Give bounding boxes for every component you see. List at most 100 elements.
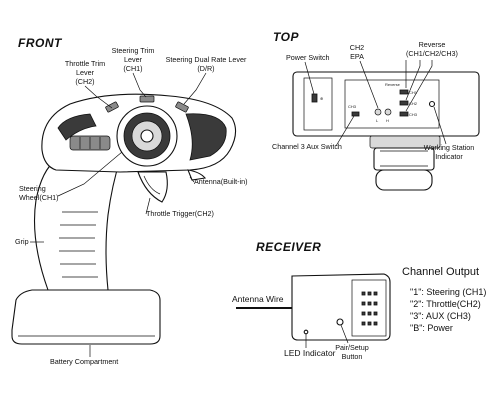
- steering-trim-lever-shape: [139, 95, 155, 103]
- pin: [367, 311, 372, 316]
- channel-output-row: "3": AUX (CH3): [410, 311, 471, 321]
- control-panel: [344, 79, 440, 129]
- leader-line: [189, 176, 195, 183]
- reverse-label-l2: (CH1/CH2/CH3): [406, 49, 458, 58]
- leader-line: [183, 72, 207, 105]
- led-shape: [303, 329, 309, 335]
- reverse-label-l1: Reverse: [419, 40, 446, 49]
- top-title: TOP: [273, 30, 299, 44]
- grip-label: Grip: [15, 237, 29, 246]
- leader-line: [84, 85, 113, 109]
- power-switch-panel: [303, 77, 333, 131]
- pin: [361, 311, 366, 316]
- pin: [361, 321, 366, 326]
- front-title: FRONT: [18, 36, 63, 50]
- throttle-trim-label-l1: Throttle Trim: [65, 59, 105, 68]
- trigger-detail: [143, 175, 161, 195]
- leader-line: [405, 60, 433, 112]
- panel-ch2: CH2: [409, 101, 418, 106]
- channel3-aux-label: Channel 3 Aux Switch: [272, 142, 342, 151]
- battery-compartment-label: Battery Compartment: [50, 357, 118, 366]
- channel-output-row: "2": Throttle(CH2): [410, 299, 481, 309]
- channel-output-row: "B": Power: [410, 323, 453, 333]
- working-station-label-l1: Working Station: [424, 143, 475, 152]
- top-labels: Power Switch CH2 EPA Reverse (CH1/CH2/CH…: [272, 40, 474, 161]
- throttle-trim-label-l3: (CH2): [75, 77, 94, 86]
- throttle-trim-lever-shape: [105, 101, 119, 113]
- transmitter-front-illustration: [11, 93, 237, 345]
- ch2-epa-knob-2: [384, 108, 392, 116]
- pin: [373, 301, 378, 306]
- ch2-epa-label-l2: EPA: [350, 52, 364, 61]
- steering-wheel-label-l1: Steering: [19, 184, 46, 193]
- pin: [367, 291, 372, 296]
- reverse-switch-ch2: [399, 100, 409, 106]
- panel-ch3: CH3: [409, 112, 418, 117]
- dual-rate-label-l2: (D/R): [197, 64, 214, 73]
- receiver-pins: [361, 291, 378, 326]
- top-leader-lines: [304, 60, 447, 147]
- leader-line: [359, 60, 379, 109]
- steering-trim-label-l3: (CH1): [123, 64, 142, 73]
- antenna-shape: [187, 169, 207, 181]
- pin: [367, 321, 372, 326]
- pair-setup-button-shape: [336, 318, 344, 326]
- throttle-trigger-label: Throttle Trigger(CH2): [146, 209, 214, 218]
- steering-trim-label-l2: Lever: [124, 55, 143, 64]
- channel-output-row: "1": Steering (CH1): [410, 287, 486, 297]
- channel-output-table: Channel Output "1": Steering (CH1) "2": …: [402, 266, 486, 333]
- pin: [361, 291, 366, 296]
- leader-line: [304, 61, 315, 95]
- leader-line: [405, 60, 421, 101]
- panel-l: L: [376, 118, 379, 123]
- battery-base-shape: [11, 289, 161, 345]
- right-window: [185, 113, 227, 161]
- receiver-leader-lines: [305, 324, 349, 348]
- ch3-aux-switch-shape: [351, 111, 360, 117]
- pin: [373, 321, 378, 326]
- receiver-illustration: [236, 273, 391, 341]
- antenna-wire-label: Antenna Wire: [232, 294, 284, 304]
- reverse-switch-ch3: [399, 111, 409, 117]
- throttle-trim-label-l2: Lever: [76, 68, 95, 77]
- top-grip-bottom: [375, 169, 433, 191]
- dual-rate-label-l1: Steering Dual Rate Lever: [166, 55, 247, 64]
- ch2-epa-label-l1: CH2: [350, 43, 364, 52]
- leader-line: [335, 115, 355, 147]
- transmitter-top-illustration: ⊕ Reverse CH3 L H CH1 CH2 CH3: [292, 71, 480, 191]
- panel-ch1: CH1: [409, 90, 418, 95]
- power-mark: ⊕: [320, 96, 323, 101]
- receiver-body: [291, 273, 391, 341]
- leader-line: [57, 151, 123, 197]
- ch2-epa-knob: [374, 108, 382, 116]
- led-indicator-label: LED Indicator: [284, 348, 336, 358]
- leader-line: [132, 72, 147, 98]
- pair-setup-label-l2: Button: [342, 352, 363, 361]
- dual-rate-lever-shape: [175, 101, 189, 113]
- front-labels: Throttle Trim Lever (CH2) Steering Trim …: [15, 46, 248, 366]
- antenna-label: Antenna(Built-in): [194, 177, 248, 186]
- leader-line: [340, 324, 349, 344]
- pin: [367, 301, 372, 306]
- receiver-port-block: [351, 279, 387, 337]
- left-grill: [57, 113, 97, 141]
- receiver-title: RECEIVER: [256, 240, 321, 254]
- receiver-labels: Antenna Wire LED Indicator Pair/Setup Bu…: [232, 294, 369, 361]
- steering-wheel-center: [140, 129, 154, 143]
- throttle-trigger-shape: [137, 171, 168, 203]
- pin: [373, 291, 378, 296]
- pin: [361, 301, 366, 306]
- pair-setup-label-l1: Pair/Setup: [335, 343, 369, 352]
- power-switch-label: Power Switch: [286, 53, 330, 62]
- leader-line: [145, 197, 151, 215]
- panel-ch3-left: CH3: [348, 104, 357, 109]
- steering-wheel-label-l2: Wheel(CH1): [19, 193, 59, 202]
- front-leader-lines: [30, 72, 207, 357]
- channel-output-title: Channel Output: [402, 266, 479, 278]
- steering-trim-label-l1: Steering Trim: [112, 46, 155, 55]
- working-station-label-l2: Indicator: [435, 152, 463, 161]
- panel-reverse-label: Reverse: [385, 82, 401, 87]
- reverse-switch-ch1: [399, 89, 409, 95]
